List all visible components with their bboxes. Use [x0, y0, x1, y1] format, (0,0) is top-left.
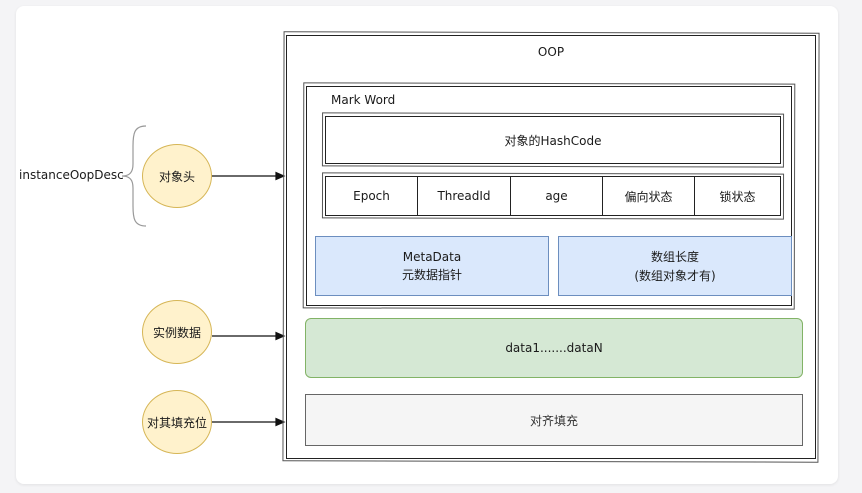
- instance-oop-desc-label: instanceOopDesc: [19, 168, 124, 182]
- array-length-line1: 数组长度: [650, 250, 699, 264]
- array-length-box: 数组长度 (数组对象才有): [558, 236, 792, 296]
- field-lock-state: 锁状态: [719, 189, 756, 204]
- align-padding-box: 对齐填充: [305, 394, 803, 446]
- header-node: 对象头: [142, 144, 212, 208]
- field-age: age: [511, 177, 603, 215]
- align-padding-label: 对齐填充: [529, 413, 578, 428]
- oop-title: OOP: [537, 45, 565, 59]
- metadata-line2: 元数据指针: [401, 267, 462, 282]
- instance-data-node: 实例数据: [142, 300, 212, 364]
- array-length-line2: (数组对象才有): [634, 269, 716, 283]
- mark-word-title: Mark Word: [331, 93, 396, 107]
- instance-data-box: data1.......dataN: [305, 318, 803, 378]
- header-node-label: 对象头: [158, 169, 195, 184]
- padding-node: 对其填充位: [142, 390, 212, 454]
- hashcode-label: 对象的HashCode: [504, 133, 602, 148]
- instance-data-node-label: 实例数据: [152, 325, 201, 340]
- curly-brace: [121, 125, 147, 227]
- field-epoch: Epoch: [326, 177, 418, 215]
- field-biased-state: 偏向状态: [603, 177, 695, 215]
- oop-box: [286, 35, 816, 459]
- instance-data-label: data1.......dataN: [505, 341, 603, 355]
- metadata-line1: MetaData: [402, 249, 462, 264]
- mark-word-fields: Epoch ThreadId age 偏向状态 锁状态: [325, 176, 781, 216]
- padding-node-label: 对其填充位: [146, 415, 207, 430]
- field-threadid: ThreadId: [418, 177, 511, 215]
- metadata-box: MetaData 元数据指针: [315, 236, 549, 296]
- object-header-box: [306, 86, 792, 306]
- hashcode-box: 对象的HashCode: [325, 116, 781, 164]
